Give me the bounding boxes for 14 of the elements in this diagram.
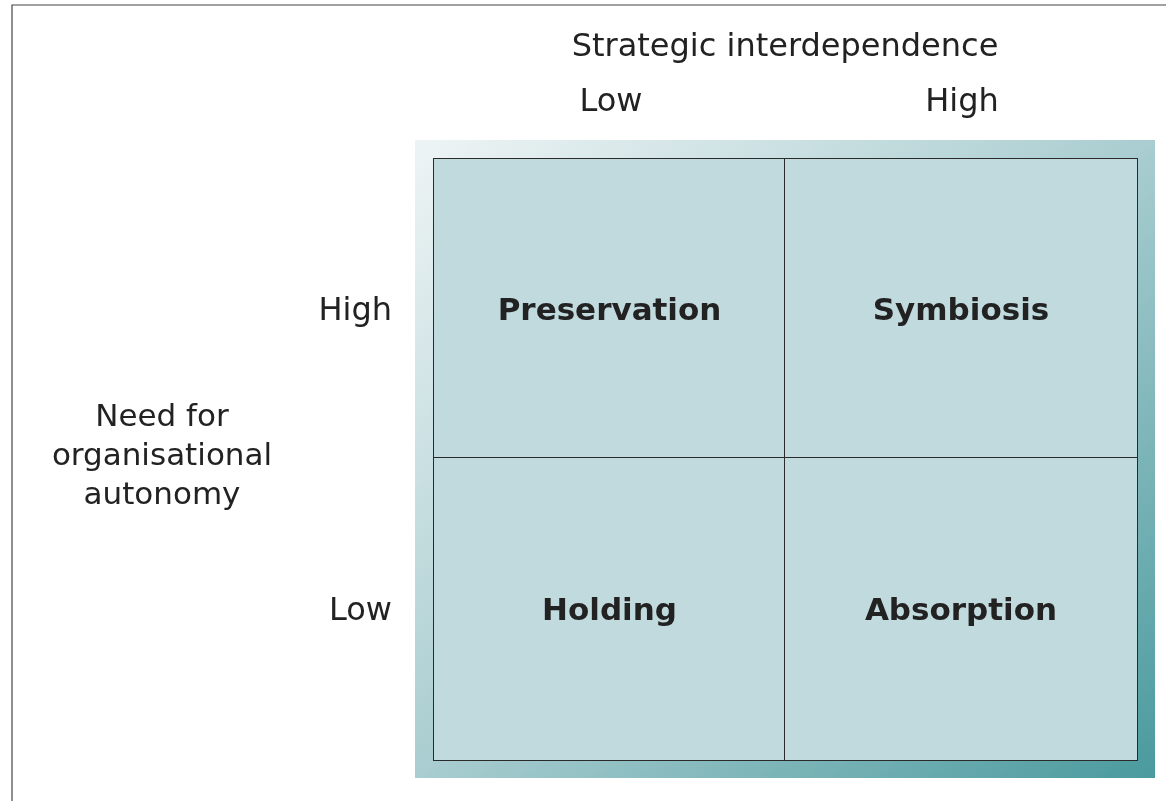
quadrant-label: Absorption — [864, 591, 1058, 627]
matrix-cell — [784, 457, 1138, 761]
matrix-cell — [433, 457, 786, 761]
matrix-cell — [784, 158, 1138, 459]
quadrant-label: Symbiosis — [872, 290, 1050, 327]
axis-title: Need for organisational autonomy — [50, 396, 274, 513]
axis-level-label: High — [924, 81, 1000, 120]
matrix-cell — [433, 158, 786, 459]
axis-title: Strategic interdependence — [570, 26, 1000, 65]
axis-level-label: Low — [328, 590, 392, 629]
quadrant-label: Preservation — [497, 290, 722, 327]
axis-level-label: High — [317, 290, 392, 329]
quadrant-label: Holding — [542, 591, 677, 627]
axis-level-label: Low — [578, 81, 644, 120]
